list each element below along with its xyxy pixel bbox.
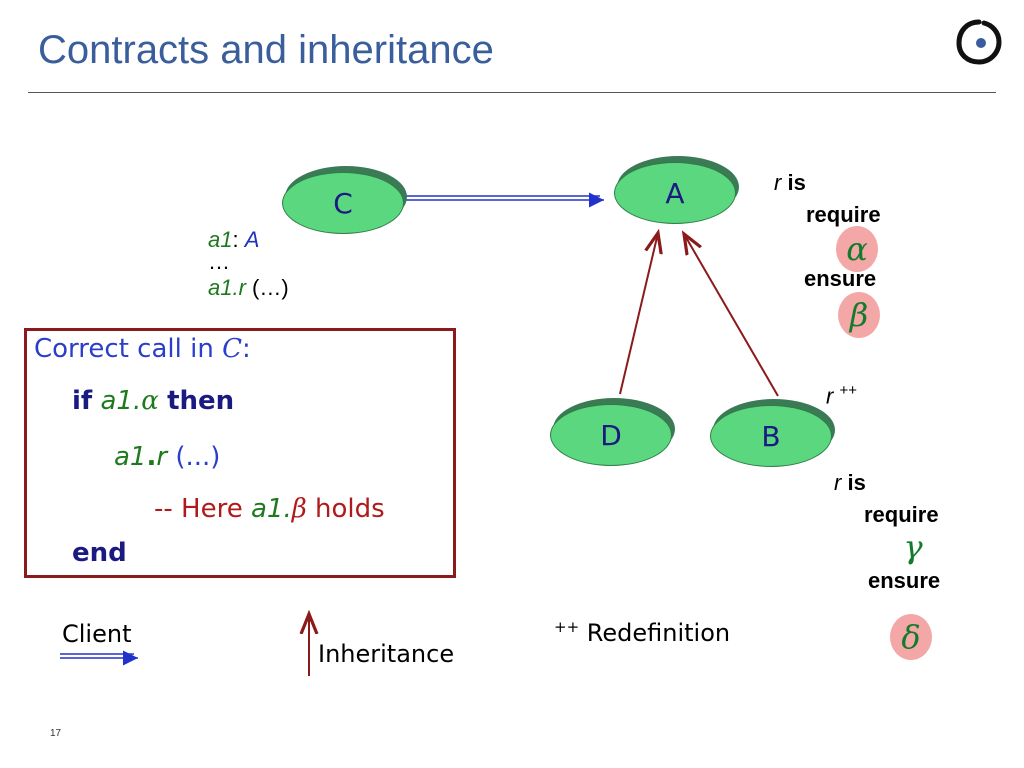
code-end-keyword: end — [72, 538, 127, 568]
class-node-b-label: B — [761, 419, 781, 453]
contract-a-header: r is — [774, 170, 806, 196]
correct-call-box — [24, 328, 456, 578]
class-node-a-label: A — [665, 176, 685, 210]
decl-colon: : — [232, 227, 245, 252]
code-cond-var: a1. — [100, 386, 142, 416]
eiffel-logo-icon — [956, 19, 1002, 65]
code-call-line: a1.r (...) — [114, 442, 220, 472]
slide-title: Contracts and inheritance — [38, 28, 494, 72]
legend-client-label: Client — [62, 620, 132, 648]
class-node-b: B — [710, 405, 832, 467]
contract-b-ensure: ensure — [868, 568, 941, 593]
legend-redefinition: ++ Redefinition — [554, 618, 730, 647]
inherit-arrow-d-to-a — [619, 233, 658, 395]
legend-client-arrow — [60, 650, 138, 666]
contract-b-is: is — [847, 470, 866, 495]
code-comment-prefix: -- Here — [154, 494, 251, 524]
declaration-ellipsis: … — [208, 249, 230, 274]
declaration-line: a1: A — [208, 228, 259, 252]
contract-a-require: require — [806, 202, 881, 227]
code-call-feature: r — [156, 442, 168, 472]
call-args: (…) — [245, 275, 289, 300]
code-heading-colon: : — [241, 334, 251, 364]
page-number: 17 — [50, 728, 62, 739]
code-comment-var: a1. — [250, 494, 292, 524]
contract-b-postcondition-badge: δ — [890, 614, 932, 660]
contract-b-header: r is — [834, 470, 866, 496]
title-divider — [28, 92, 996, 93]
code-call-dot: . — [146, 442, 157, 472]
class-node-c: C — [282, 172, 404, 234]
legend-redefinition-label: Redefinition — [579, 619, 731, 647]
class-node-d-label: D — [600, 418, 622, 452]
contract-b-require: require — [864, 502, 939, 527]
contract-b-precondition-badge: γ — [892, 524, 934, 570]
call-line: a1.r (…) — [208, 276, 289, 300]
contract-a-precondition-badge: α — [836, 226, 878, 272]
class-node-d: D — [550, 404, 672, 466]
contract-a-feature: r — [774, 170, 782, 195]
decl-var: a1 — [208, 227, 233, 252]
code-if-keyword: if — [72, 386, 93, 416]
code-if-line: if a1.α then — [72, 386, 234, 416]
code-heading-text: Correct call in — [34, 334, 223, 364]
inherit-arrow-b-to-a — [684, 234, 779, 397]
class-node-c-label: C — [333, 186, 353, 220]
code-call-args: (...) — [167, 442, 221, 472]
call-dot: . — [232, 275, 239, 300]
code-then-keyword: then — [167, 386, 235, 416]
call-var: a1 — [208, 275, 233, 300]
redefinition-feature: r — [826, 383, 834, 409]
client-arrow-c-to-a — [404, 192, 604, 208]
contract-b-precondition: γ — [903, 528, 923, 566]
code-heading: Correct call in C: — [34, 334, 251, 364]
code-comment-greek: β — [291, 494, 307, 524]
class-node-a: A — [614, 162, 736, 224]
contract-a-is: is — [787, 170, 806, 195]
code-cond-greek: α — [141, 386, 159, 416]
code-comment-line: -- Here a1.β holds — [154, 494, 385, 524]
code-call-var: a1 — [114, 442, 147, 472]
contract-a-ensure: ensure — [804, 266, 877, 291]
contract-a-postcondition-badge: β — [838, 292, 880, 338]
code-heading-class: C — [222, 334, 242, 364]
legend-redefinition-plus: ++ — [554, 618, 580, 636]
code-comment-suffix: holds — [306, 494, 385, 524]
contract-a-postcondition: β — [849, 296, 869, 334]
contract-a-precondition: α — [846, 230, 868, 268]
contract-b-feature: r — [834, 470, 842, 495]
call-feature: r — [238, 275, 246, 300]
redefinition-plus: ++ — [839, 382, 857, 399]
redefinition-mark: r ++ — [826, 382, 857, 409]
contract-b-postcondition: δ — [901, 618, 921, 656]
legend-inheritance-label: Inheritance — [318, 640, 455, 668]
decl-type: A — [244, 227, 260, 252]
